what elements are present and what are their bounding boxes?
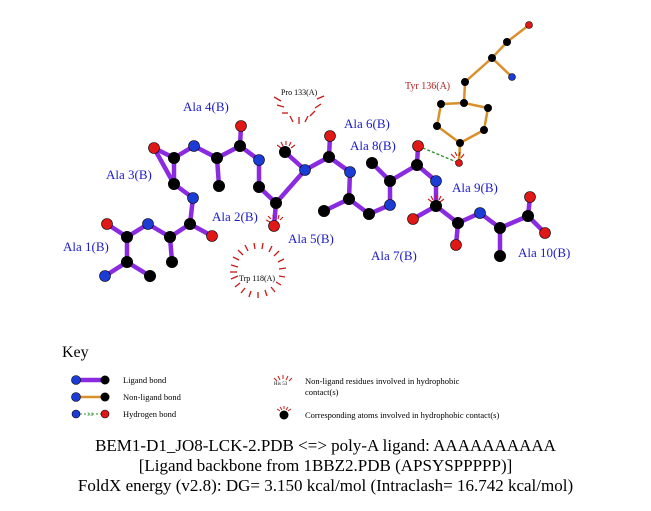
tyr136-sidechain (435, 24, 530, 164)
residue-label-ala5: Ala 5(B) (288, 231, 334, 246)
residue-label-ala6: Ala 6(B) (344, 116, 390, 131)
trp118-hydrophobic-arc (230, 242, 287, 298)
trp118-label: Trp 118(A) (239, 274, 275, 283)
footer-line-1: BEM1-D1_JO8-LCK-2.PDB <=> poly-A ligand:… (95, 436, 556, 455)
key-nonligand-bond-sample (71, 392, 110, 402)
residue-label-ala9: Ala 9(B) (452, 180, 498, 195)
carbon-atoms (121, 38, 534, 282)
oxygen-atoms (101, 21, 551, 251)
key-hydrophobic-atom-label: Corresponding atoms involved in hydropho… (305, 410, 499, 420)
key-hydrophobic-atom-sample (276, 406, 292, 420)
nitrogen-atoms (99, 73, 516, 282)
residue-label-ala2: Ala 2(B) (212, 209, 258, 224)
residue-label-ala4: Ala 4(B) (183, 99, 229, 114)
key-his-example: His 53 (274, 382, 288, 387)
key-nonligand-bond-label: Non-ligand bond (123, 392, 182, 402)
key-hbond-length: 3.0 (87, 413, 94, 418)
residue-label-ala7: Ala 7(B) (371, 248, 417, 263)
residue-label-ala10: Ala 10(B) (518, 245, 570, 260)
key-hbond-label: Hydrogen bond (123, 409, 177, 419)
residue-label-tyr136: Tyr 136(A) (405, 81, 450, 92)
pro133-hydrophobic-arc (273, 95, 325, 124)
key-hydrophobic-residue-sample (273, 375, 293, 382)
pro133-label: Pro 133(A) (281, 88, 318, 97)
contact-atom-spokes (265, 141, 465, 223)
key-ligand-bond-label: Ligand bond (123, 375, 167, 385)
ligand-bonds (102, 123, 548, 279)
residue-label-ala8: Ala 8(B) (350, 138, 396, 153)
key-hbond-sample: 3.0 (71, 409, 110, 419)
residue-label-ala3: Ala 3(B) (106, 167, 152, 182)
hbond-tyr136-ala8 (417, 145, 460, 164)
footer-line-2: [Ligand backbone from 1BBZ2.PDB (APSYSPP… (138, 456, 513, 475)
key-hydrophobic-residue-label-2: contact(s) (305, 387, 339, 397)
key-title: Key (62, 344, 89, 361)
footer-line-3: FoldX energy (v2.8): DG= 3.150 kcal/mol … (77, 476, 574, 495)
key-hydrophobic-residue-label-1: Non-ligand residues involved in hydropho… (305, 376, 460, 386)
key-ligand-bond-sample (71, 375, 110, 385)
residue-label-ala1: Ala 1(B) (63, 239, 109, 254)
